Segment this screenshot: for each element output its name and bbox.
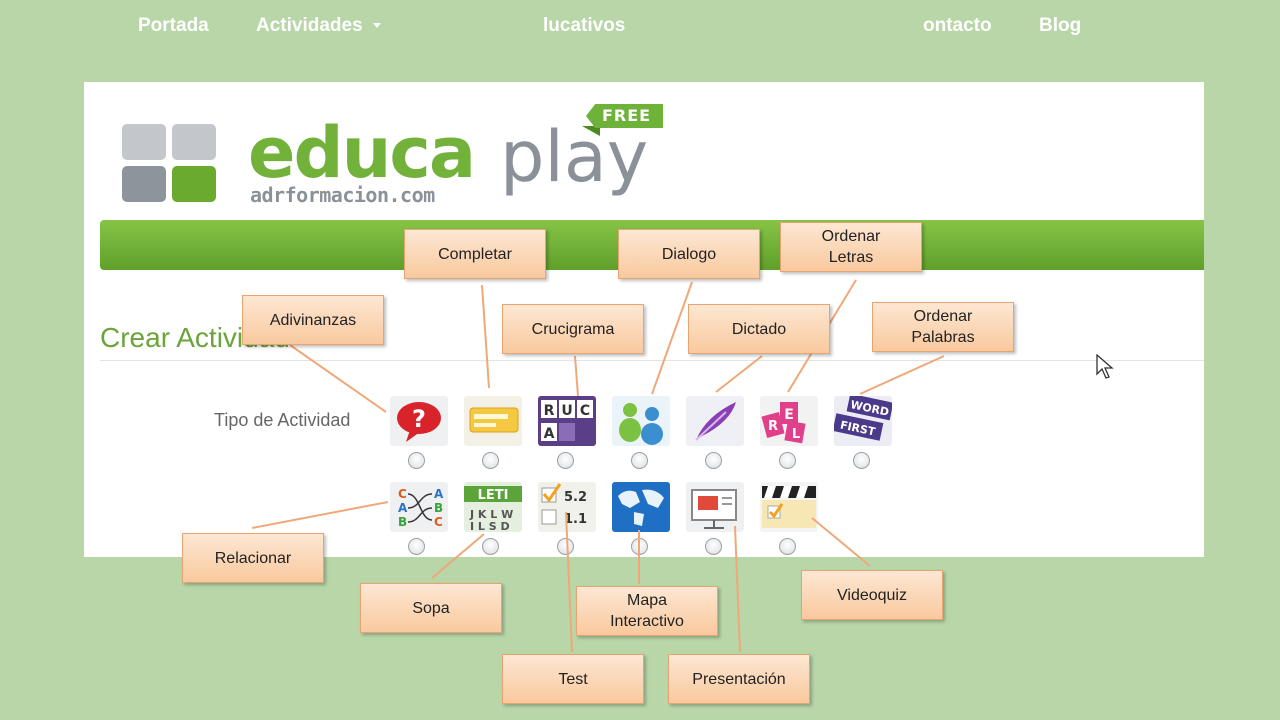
radio-relacionar[interactable]: [408, 538, 425, 555]
nav-recursos-educativos[interactable]: lucativos: [543, 15, 626, 36]
activity-type-label: Tipo de Actividad: [214, 410, 351, 430]
callout-dialogo: Dialogo: [618, 229, 760, 279]
free-badge: FREE: [586, 104, 663, 128]
activity-tile-dialogo[interactable]: [612, 396, 670, 446]
callout-ordenar-letras-line1: Ordenar: [821, 228, 881, 245]
fill-blank-icon: [469, 407, 519, 433]
activity-tile-videoquiz[interactable]: [760, 482, 818, 532]
callout-mapa-line1: Mapa: [626, 592, 668, 609]
svg-text:C: C: [398, 487, 407, 501]
svg-text:J K L W: J K L W: [469, 508, 513, 521]
svg-text:C: C: [434, 515, 443, 529]
globe-icon: [612, 482, 670, 532]
activity-tile-crucigrama[interactable]: R U C A: [538, 396, 596, 446]
svg-text:?: ?: [412, 405, 426, 433]
feather-pen-icon: [695, 402, 736, 441]
crossword-icon: R U C A: [538, 396, 596, 446]
radio-test[interactable]: [557, 538, 574, 555]
free-badge-fold: [582, 126, 600, 136]
svg-text:E: E: [784, 407, 794, 423]
radio-adivinanzas[interactable]: [408, 452, 425, 469]
radio-ordenar-palabras[interactable]: [853, 452, 870, 469]
letter-tiles-icon: E R L: [761, 402, 806, 444]
nav-actividades[interactable]: Actividades: [256, 0, 381, 50]
callout-mapa-interactivo: Mapa Interactivo: [576, 586, 718, 636]
callout-mapa-line2: Interactivo: [610, 613, 684, 630]
radio-ordenar-letras[interactable]: [779, 452, 796, 469]
word-blocks-icon: WORD FIRST: [834, 396, 892, 441]
logo-word-play: play: [500, 116, 649, 198]
svg-text:A: A: [434, 487, 444, 501]
activity-tile-ordenar-letras[interactable]: E R L: [760, 396, 818, 446]
nav-contacto[interactable]: ontacto: [923, 15, 992, 36]
svg-text:LETI: LETI: [478, 488, 509, 503]
nav-blog[interactable]: Blog: [1039, 15, 1082, 36]
activity-tile-sopa[interactable]: LETI J K L W I L S D: [464, 482, 522, 532]
activity-tile-presentacion[interactable]: [686, 482, 744, 532]
callout-crucigrama: Crucigrama: [502, 304, 644, 354]
mouse-cursor-icon: [1096, 354, 1114, 379]
radio-completar[interactable]: [482, 452, 499, 469]
activity-tile-relacionar[interactable]: C A B A B C: [390, 482, 448, 532]
logo-subtitle: adrformacion.com: [250, 183, 435, 207]
radio-videoquiz[interactable]: [779, 538, 796, 555]
svg-text:R: R: [768, 419, 778, 434]
svg-text:B: B: [398, 515, 407, 529]
svg-text:A: A: [544, 426, 555, 442]
title-divider: [100, 360, 1204, 361]
match-letters-icon: C A B A B C: [398, 487, 444, 529]
caret-down-icon: [372, 23, 381, 29]
callout-presentacion: Presentación: [668, 654, 810, 704]
nav-portada[interactable]: Portada: [138, 15, 209, 36]
callout-ordenar-palabras-line2: Palabras: [911, 329, 975, 346]
radio-dialogo[interactable]: [631, 452, 648, 469]
svg-text:A: A: [398, 501, 408, 515]
presentation-icon: [691, 489, 737, 529]
svg-text:B: B: [434, 501, 443, 515]
activity-tile-adivinanzas[interactable]: ?: [390, 396, 448, 446]
word-search-icon: LETI J K L W I L S D: [464, 486, 522, 532]
activity-tile-dictado[interactable]: [686, 396, 744, 446]
svg-text:R: R: [544, 403, 555, 419]
callout-sopa: Sopa: [360, 583, 502, 633]
svg-text:I L S D: I L S D: [470, 520, 510, 532]
question-bubble-icon: ?: [397, 402, 441, 442]
callout-dictado: Dictado: [688, 304, 830, 354]
clapperboard-icon: [762, 486, 816, 528]
radio-crucigrama[interactable]: [557, 452, 574, 469]
callout-ordenar-letras-line2: Letras: [828, 249, 874, 266]
callout-ordenar-palabras-line1: Ordenar: [913, 308, 973, 325]
callout-relacionar: Relacionar: [182, 533, 324, 583]
svg-text:1.1: 1.1: [564, 512, 587, 527]
callout-completar: Completar: [404, 229, 546, 279]
radio-sopa[interactable]: [482, 538, 499, 555]
callout-ordenar-letras: Ordenar Letras: [780, 222, 922, 272]
logo-word-educa: educa: [248, 112, 476, 194]
callout-videoquiz: Videoquiz: [801, 570, 943, 620]
callout-adivinanzas: Adivinanzas: [242, 295, 384, 345]
radio-presentacion[interactable]: [705, 538, 722, 555]
dialog-people-icon: [619, 403, 663, 445]
callout-ordenar-palabras: Ordenar Palabras: [872, 302, 1014, 352]
activity-tile-ordenar-palabras[interactable]: WORD FIRST: [834, 396, 892, 446]
logo-squares-icon: [122, 124, 218, 204]
activity-tile-completar[interactable]: [464, 396, 522, 446]
activity-tile-mapa-interactivo[interactable]: [612, 482, 670, 532]
svg-text:C: C: [580, 403, 590, 419]
callout-test: Test: [502, 654, 644, 704]
svg-text:U: U: [561, 403, 572, 419]
svg-text:L: L: [792, 427, 800, 442]
radio-dictado[interactable]: [705, 452, 722, 469]
nav-actividades-label: Actividades: [256, 15, 363, 36]
checklist-icon: 5.2 1.1: [541, 483, 587, 527]
svg-text:5.2: 5.2: [564, 490, 587, 505]
